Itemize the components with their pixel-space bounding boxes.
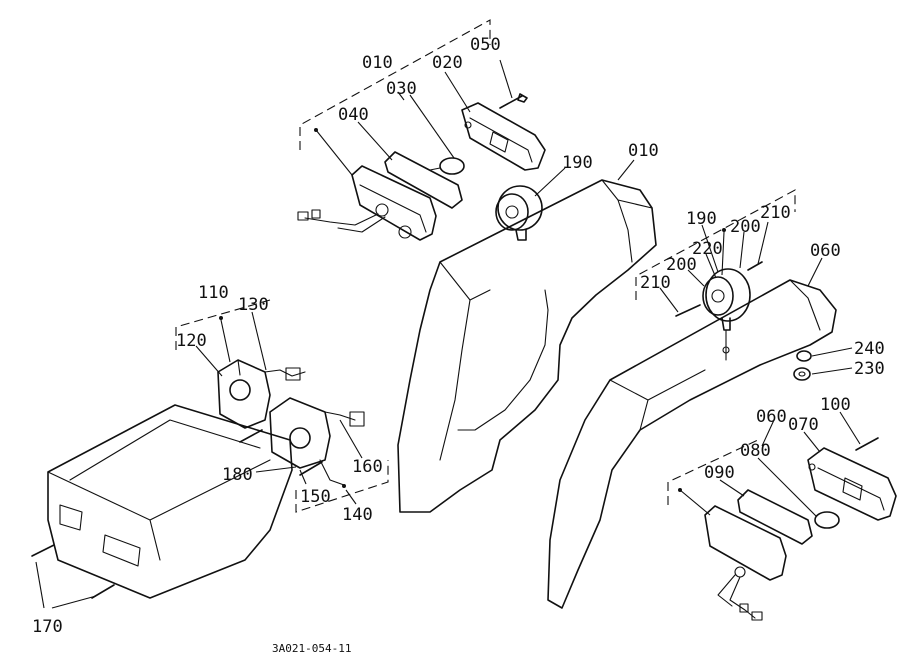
gasket-090 bbox=[737, 489, 813, 545]
part-labels: 010 030 020 050 040 190 010 190 200 210 … bbox=[32, 35, 885, 655]
group-bracket-rear-lamp bbox=[667, 439, 759, 505]
label-200-lower: 200 bbox=[666, 255, 697, 275]
label-190-top: 190 bbox=[562, 153, 593, 173]
label-200-upper: 200 bbox=[730, 217, 761, 237]
bolt-180 bbox=[239, 429, 323, 476]
head-lamp-120 bbox=[217, 316, 306, 429]
label-150: 150 bbox=[300, 487, 331, 507]
top-lamp-housing bbox=[461, 102, 546, 171]
label-030: 030 bbox=[386, 79, 417, 99]
label-180: 180 bbox=[222, 465, 253, 485]
label-110: 110 bbox=[198, 283, 229, 303]
bolt-170 bbox=[31, 544, 115, 599]
front-guard bbox=[47, 404, 293, 599]
right-fender bbox=[547, 279, 837, 609]
left-fender bbox=[397, 179, 657, 513]
head-lamp-150 bbox=[269, 397, 365, 488]
label-240: 240 bbox=[854, 339, 885, 359]
group-bracket-head-lamp bbox=[175, 299, 389, 513]
label-060-bottom: 060 bbox=[756, 407, 787, 427]
lamp-body-top bbox=[297, 128, 437, 241]
leader-lines bbox=[35, 59, 861, 609]
label-210-lower: 210 bbox=[640, 273, 671, 293]
label-130: 130 bbox=[238, 295, 269, 315]
work-light-190-right bbox=[702, 268, 751, 361]
label-230: 230 bbox=[854, 359, 885, 379]
bolt-210-left bbox=[675, 304, 701, 317]
group-bracket-top-lamp bbox=[299, 19, 491, 150]
label-060-top: 060 bbox=[810, 241, 841, 261]
label-050: 050 bbox=[470, 35, 501, 55]
nut-240 bbox=[796, 350, 812, 362]
bolt-100 bbox=[855, 437, 879, 451]
label-220: 220 bbox=[692, 239, 723, 259]
work-light-190-top bbox=[495, 185, 543, 241]
washer-230 bbox=[793, 367, 811, 381]
rear-lamp-body bbox=[678, 488, 787, 621]
screw-050 bbox=[499, 93, 528, 109]
label-070: 070 bbox=[788, 415, 819, 435]
label-080: 080 bbox=[740, 441, 771, 461]
label-160: 160 bbox=[352, 457, 383, 477]
label-010-fender: 010 bbox=[628, 141, 659, 161]
drawing-code: 3A021-054-11 bbox=[272, 642, 351, 655]
label-170: 170 bbox=[32, 617, 63, 637]
group-bracket-work-light bbox=[635, 189, 796, 300]
label-120: 120 bbox=[176, 331, 207, 351]
bulb-030 bbox=[429, 157, 465, 175]
gasket-040 bbox=[384, 151, 463, 209]
label-190-right: 190 bbox=[686, 209, 717, 229]
label-010-top: 010 bbox=[362, 53, 393, 73]
label-140: 140 bbox=[342, 505, 373, 525]
label-040: 040 bbox=[338, 105, 369, 125]
label-210-upper: 210 bbox=[760, 203, 791, 223]
bulb-080 bbox=[814, 511, 840, 529]
label-100: 100 bbox=[820, 395, 851, 415]
label-020: 020 bbox=[432, 53, 463, 73]
rear-lamp-housing-070 bbox=[807, 447, 897, 521]
bolt-210-right bbox=[747, 261, 763, 271]
label-090: 090 bbox=[704, 463, 735, 483]
